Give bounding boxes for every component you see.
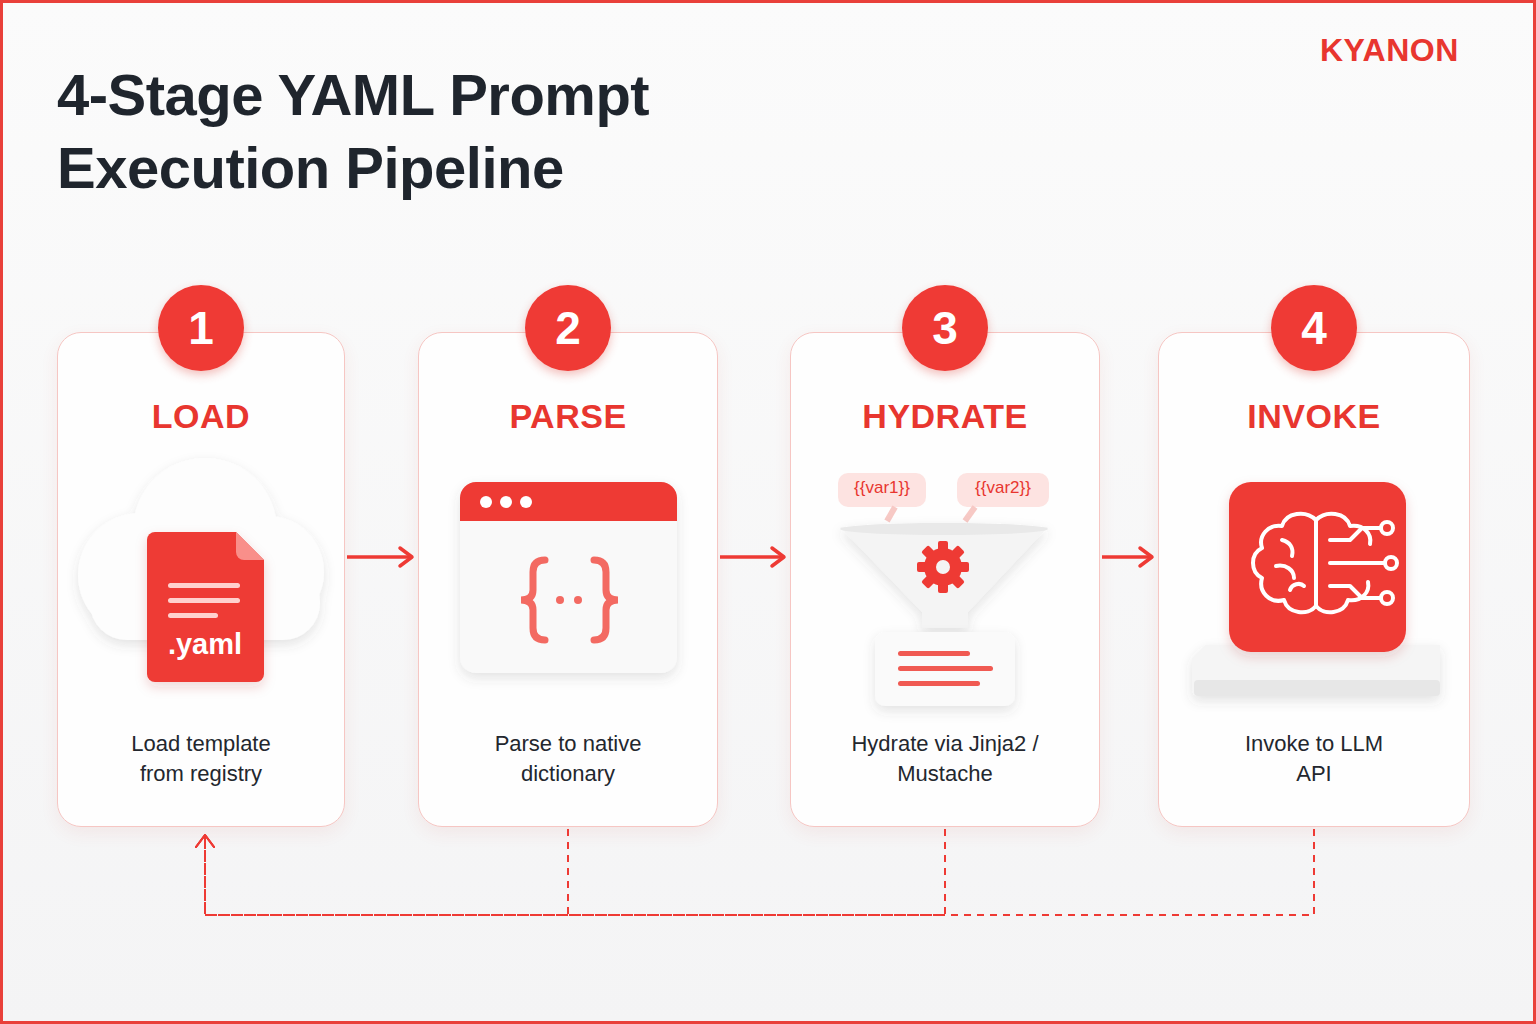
flow-arrow — [720, 548, 784, 566]
step-number: 4 — [1271, 285, 1357, 371]
stage-heading: PARSE — [419, 397, 717, 436]
connector-line — [347, 555, 412, 559]
brand-logo: KYANON — [1320, 32, 1459, 69]
connector-line — [720, 555, 784, 559]
arrow-head — [196, 835, 214, 847]
connector-line — [205, 829, 1314, 915]
step-number: 1 — [158, 285, 244, 371]
arrow-head — [196, 835, 214, 847]
file-extension: .yaml — [168, 628, 242, 661]
template-variable: {{var2}} — [975, 478, 1031, 498]
template-variable: {{var1}} — [854, 478, 910, 498]
feedback-connector — [196, 829, 568, 915]
stage-card: 4INVOKEInvoke to LLM API — [1158, 332, 1470, 827]
arrow-head — [772, 548, 784, 566]
stage-card: 3HYDRATEHydrate via Jinja2 / Mustache — [790, 332, 1100, 827]
connector-line — [205, 829, 945, 915]
stage-description: Invoke to LLM API — [1229, 729, 1399, 789]
step-number: 3 — [902, 285, 988, 371]
feedback-connector — [196, 829, 1314, 915]
stage-heading: HYDRATE — [791, 397, 1099, 436]
step-number: 2 — [525, 285, 611, 371]
stage-description: Load template from registry — [111, 729, 291, 789]
stage-heading: INVOKE — [1159, 397, 1469, 436]
diagram-title: 4-Stage YAML Prompt Execution Pipeline — [57, 58, 777, 204]
stage-heading: LOAD — [58, 397, 344, 436]
feedback-connector — [196, 829, 945, 915]
stage-description: Parse to native dictionary — [468, 729, 668, 789]
arrow-head — [1140, 548, 1152, 566]
flow-arrow — [347, 548, 412, 566]
stage-card: 1LOADLoad template from registry — [57, 332, 345, 827]
flow-arrow — [1102, 548, 1152, 566]
stage-description: Hydrate via Jinja2 / Mustache — [835, 729, 1055, 789]
connector-line — [205, 829, 568, 915]
arrow-head — [196, 835, 214, 847]
connector-line — [1102, 555, 1152, 559]
stage-card: 2PARSEParse to native dictionary — [418, 332, 718, 827]
arrow-head — [400, 548, 412, 566]
